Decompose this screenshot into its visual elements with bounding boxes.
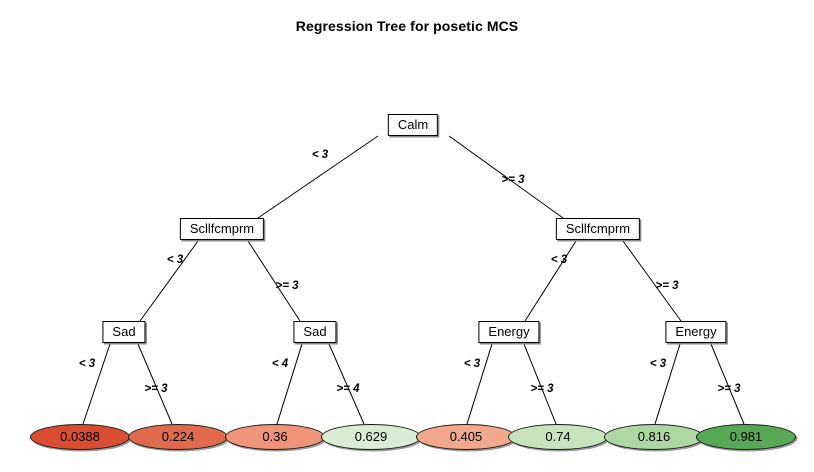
edge-condition-label: < 3	[78, 358, 96, 370]
tree-leaf-node[interactable]: 0.224	[128, 424, 228, 450]
tree-split-node[interactable]: Calm	[387, 114, 439, 136]
tree-split-node[interactable]: Scllfcmprm	[179, 218, 265, 240]
edge-condition-label: >= 3	[144, 383, 168, 395]
tree-leaf-node[interactable]: 0.816	[604, 424, 704, 450]
tree-edge	[710, 343, 745, 425]
tree-leaf-node[interactable]: 0.36	[225, 424, 325, 450]
tree-edge	[82, 343, 111, 425]
tree-leaf-node[interactable]: 0.629	[321, 424, 421, 450]
edge-condition-label: >= 3	[530, 383, 554, 395]
tree-edge	[328, 343, 365, 425]
tree-split-node[interactable]: Sad	[293, 321, 337, 343]
tree-edge	[137, 343, 173, 425]
tree-split-node[interactable]: Sad	[102, 321, 146, 343]
edge-condition-label: < 3	[166, 254, 184, 266]
edge-condition-label: < 3	[649, 358, 667, 370]
tree-edge	[654, 343, 681, 425]
edge-condition-label: < 3	[311, 149, 329, 161]
tree-edge	[276, 343, 303, 425]
edge-condition-label: < 4	[271, 358, 289, 370]
tree-leaf-node[interactable]: 0.405	[416, 424, 516, 450]
tree-split-node[interactable]: Energy	[478, 321, 540, 343]
edge-condition-label: >= 3	[655, 280, 679, 292]
edge-condition-label: < 3	[463, 358, 481, 370]
tree-edge	[524, 240, 577, 322]
tree-edge	[622, 240, 682, 322]
edge-condition-label: >= 3	[501, 174, 525, 186]
tree-edge	[139, 240, 199, 322]
edge-condition-label: < 3	[550, 254, 568, 266]
tree-split-node[interactable]: Scllfcmprm	[555, 218, 641, 240]
tree-leaf-node[interactable]: 0.0388	[30, 424, 130, 450]
tree-edge	[523, 343, 557, 425]
edge-condition-label: >= 3	[717, 383, 741, 395]
edge-condition-label: >= 4	[336, 383, 360, 395]
tree-edge	[466, 343, 493, 425]
tree-leaf-node[interactable]: 0.981	[696, 424, 796, 450]
tree-edge	[448, 135, 564, 219]
page-title: Regression Tree for posetic MCS	[295, 18, 519, 34]
edge-condition-label: >= 3	[275, 280, 299, 292]
tree-edge	[247, 240, 301, 322]
tree-edge	[257, 135, 379, 219]
tree-leaf-node[interactable]: 0.74	[508, 424, 608, 450]
tree-split-node[interactable]: Energy	[665, 321, 727, 343]
